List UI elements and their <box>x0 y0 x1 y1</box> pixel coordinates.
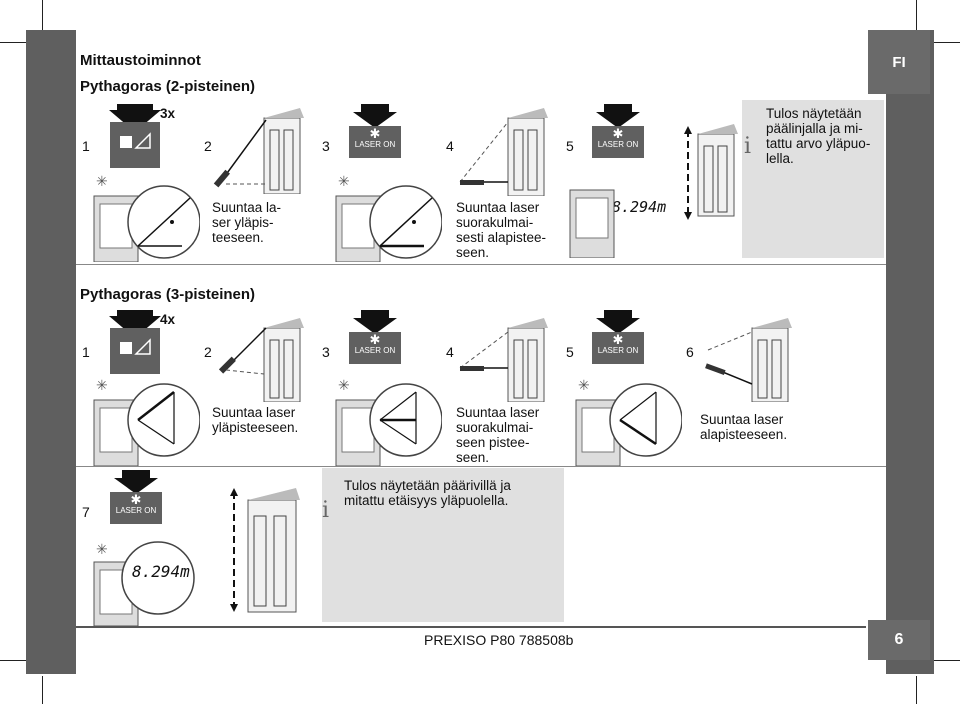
part2-step-number: 6 <box>686 344 694 360</box>
svg-text:✳: ✳ <box>96 541 108 557</box>
laser-star-icon: ✱ <box>612 126 624 141</box>
part1-step-number: 3 <box>322 138 330 154</box>
pythagoras-3pt-icon: ✳ <box>93 377 200 466</box>
part1-display-value: 8.294m <box>612 198 667 216</box>
laser-star-icon: ✱ <box>369 332 381 347</box>
crop-mark <box>0 42 26 43</box>
part1-step-number: 2 <box>204 138 212 154</box>
part1-title: Pythagoras (2-pisteinen) <box>80 78 256 95</box>
laser-on-button: ✱LASER ON <box>349 310 401 364</box>
height-result-illustration <box>684 124 738 220</box>
part2-step2-text: Suuntaa laser yläpisteeseen. <box>212 405 299 435</box>
part1-step-number: 1 <box>82 138 90 154</box>
function-button-icon <box>109 310 161 374</box>
laser-on-button: ✱LASER ON <box>349 104 401 158</box>
arrow-down-icon <box>353 104 397 128</box>
arrow-down-icon <box>114 470 158 494</box>
device-display-illustration: ✳ <box>93 541 195 626</box>
info-icon: i <box>744 134 752 159</box>
laser-star-icon: ✱ <box>369 126 381 141</box>
part2-step-number: 7 <box>82 504 90 520</box>
device-display-illustration <box>569 189 615 258</box>
crop-mark <box>0 660 26 661</box>
laser-on-button: ✱LASER ON <box>592 104 644 158</box>
part1-step-number: 4 <box>446 138 454 154</box>
svg-text:✳: ✳ <box>338 173 350 189</box>
part1-info-box <box>742 100 884 258</box>
left-band <box>26 30 76 674</box>
part2-step6-text: Suuntaa laser alapisteeseen. <box>700 412 788 442</box>
svg-text:✳: ✳ <box>96 173 108 189</box>
part1-info-text: Tulos näytetään päälinjalla ja mi- tattu… <box>766 106 871 166</box>
svg-text:✳: ✳ <box>338 377 350 393</box>
wall-bottom-illustration <box>459 108 548 196</box>
part2-step-number: 3 <box>322 344 330 360</box>
section-title: Mittaustoiminnot <box>80 52 201 69</box>
page-number: 6 <box>868 620 930 660</box>
laser-on-button: ✱LASER ON <box>110 470 162 524</box>
laser-star-icon: ✱ <box>130 492 142 507</box>
part2-info-text: Tulos näytetään päärivillä ja mitattu et… <box>344 478 511 508</box>
crop-mark <box>916 676 917 704</box>
laser-star-icon: ✱ <box>612 332 624 347</box>
part1-step2-text: Suuntaa la- ser yläpis- teeseen. <box>212 200 282 245</box>
arrow-down-icon <box>596 104 640 128</box>
wall-perpendicular-illustration <box>459 318 548 402</box>
height-result-illustration <box>230 488 300 613</box>
wall-target-illustration <box>213 108 304 194</box>
crop-mark <box>934 42 960 43</box>
crop-mark <box>42 676 43 704</box>
language-tab: FI <box>868 30 930 94</box>
footer-rule <box>76 626 866 628</box>
function-button-icon <box>109 104 161 168</box>
part2-step-number: 5 <box>566 344 574 360</box>
pythagoras-2pt-icon: ✳ <box>93 173 200 262</box>
part2-step-number: 2 <box>204 344 212 360</box>
pythagoras-3pt-icon: ✳ <box>575 377 682 466</box>
part2-step4-text: Suuntaa laser suorakulmai- seen pistee- … <box>456 405 540 465</box>
crop-mark <box>42 0 43 30</box>
arrow-down-icon <box>596 310 640 334</box>
part2-title: Pythagoras (3-pisteinen) <box>80 286 256 303</box>
wall-target-illustration <box>218 318 304 402</box>
part2-display-value: 8.294m <box>132 562 190 581</box>
part1-step-number: 5 <box>566 138 574 154</box>
info-icon: i <box>322 498 330 523</box>
crop-mark <box>916 0 917 30</box>
divider <box>76 264 886 265</box>
press-count: 3x <box>160 106 176 121</box>
part2-step-number: 4 <box>446 344 454 360</box>
part2-step-number: 1 <box>82 344 90 360</box>
arrow-down-icon <box>353 310 397 334</box>
part2-info-box <box>322 468 564 622</box>
crop-mark <box>934 660 960 661</box>
footer-model: PREXISO P80 788508b <box>424 632 574 648</box>
wall-bottom-illustration <box>705 318 792 402</box>
pythagoras-3pt-icon: ✳ <box>335 377 442 466</box>
svg-text:✳: ✳ <box>96 377 108 393</box>
svg-text:✳: ✳ <box>578 377 590 393</box>
part1-step4-text: Suuntaa laser suorakulmai- sesti alapist… <box>456 200 547 260</box>
right-band <box>886 30 934 674</box>
pythagoras-2pt-icon: ✳ <box>335 173 442 262</box>
laser-on-button: ✱LASER ON <box>592 310 644 364</box>
press-count: 4x <box>160 312 176 327</box>
divider <box>76 466 886 467</box>
